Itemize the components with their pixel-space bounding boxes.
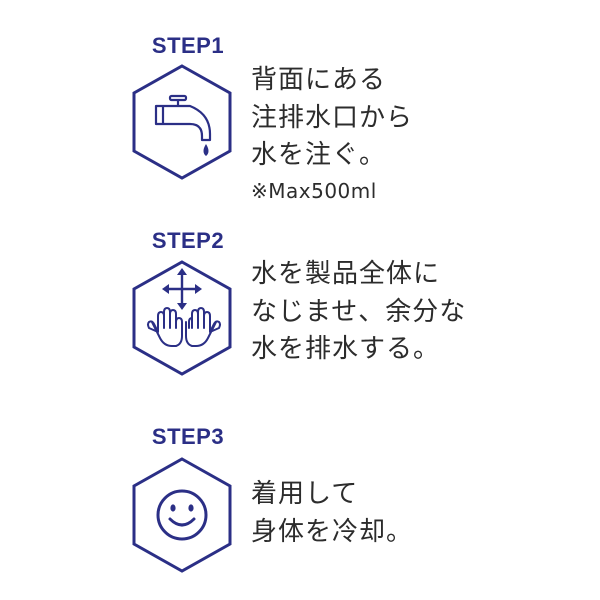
step-3-line-2: 身体を冷却。 (251, 516, 414, 547)
step-1-line-2: 注排水口から (251, 102, 414, 133)
hands-move-icon (132, 260, 232, 376)
step-3-title: STEP3 (151, 424, 225, 449)
step-2-title: STEP2 (151, 228, 225, 253)
smiley-icon (132, 457, 232, 573)
step-2-line-3: 水を排水する。 (251, 334, 441, 365)
faucet-icon (132, 64, 232, 180)
step-2-line-1: 水を製品全体に (251, 259, 441, 289)
step-2-line-2: なじませ、余分な (251, 296, 467, 327)
step-1-title: STEP1 (151, 33, 225, 58)
step-3-line-1: 着用して (251, 479, 359, 509)
step-2-description: 水を製品全体に なじませ、余分な 水を排水する。 (251, 256, 466, 369)
step-1-line-1: 背面にある (251, 65, 387, 95)
step-1-note: ※Max500ml (251, 179, 377, 204)
step-3-description: 着用して 身体を冷却。 (251, 476, 413, 551)
step-1-line-3: 水を注ぐ。 (251, 140, 387, 171)
step-1-description: 背面にある 注排水口から 水を注ぐ。 ※Max500ml (251, 62, 413, 206)
